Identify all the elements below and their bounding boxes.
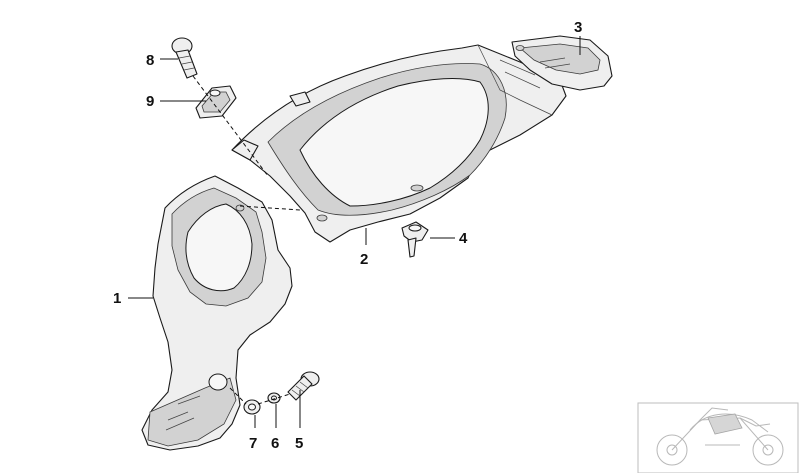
part-8-bolt (171, 37, 198, 79)
part-1-rear-panel (141, 175, 293, 451)
part-9-clip-nut (195, 85, 237, 119)
motorcycle-thumbnail-icon (637, 402, 799, 473)
part-4-expansion-rivet (401, 221, 429, 258)
callout-5: 5 (295, 435, 303, 452)
callout-1: 1 (113, 290, 121, 307)
callout-leaders (128, 36, 581, 428)
callout-4: 4 (459, 230, 468, 247)
callout-7: 7 (249, 435, 257, 452)
callout-3: 3 (574, 19, 582, 36)
assembly-lines (192, 75, 301, 405)
callout-9: 9 (146, 93, 154, 110)
part-7-washer (243, 399, 261, 415)
callout-2: 2 (360, 251, 368, 268)
callout-labels: 1 2 3 4 5 6 7 8 9 (113, 19, 582, 452)
callout-6: 6 (271, 435, 279, 452)
part-2-rear-fender (231, 44, 567, 243)
part-5-screw (287, 371, 320, 401)
callout-8: 8 (146, 52, 154, 69)
